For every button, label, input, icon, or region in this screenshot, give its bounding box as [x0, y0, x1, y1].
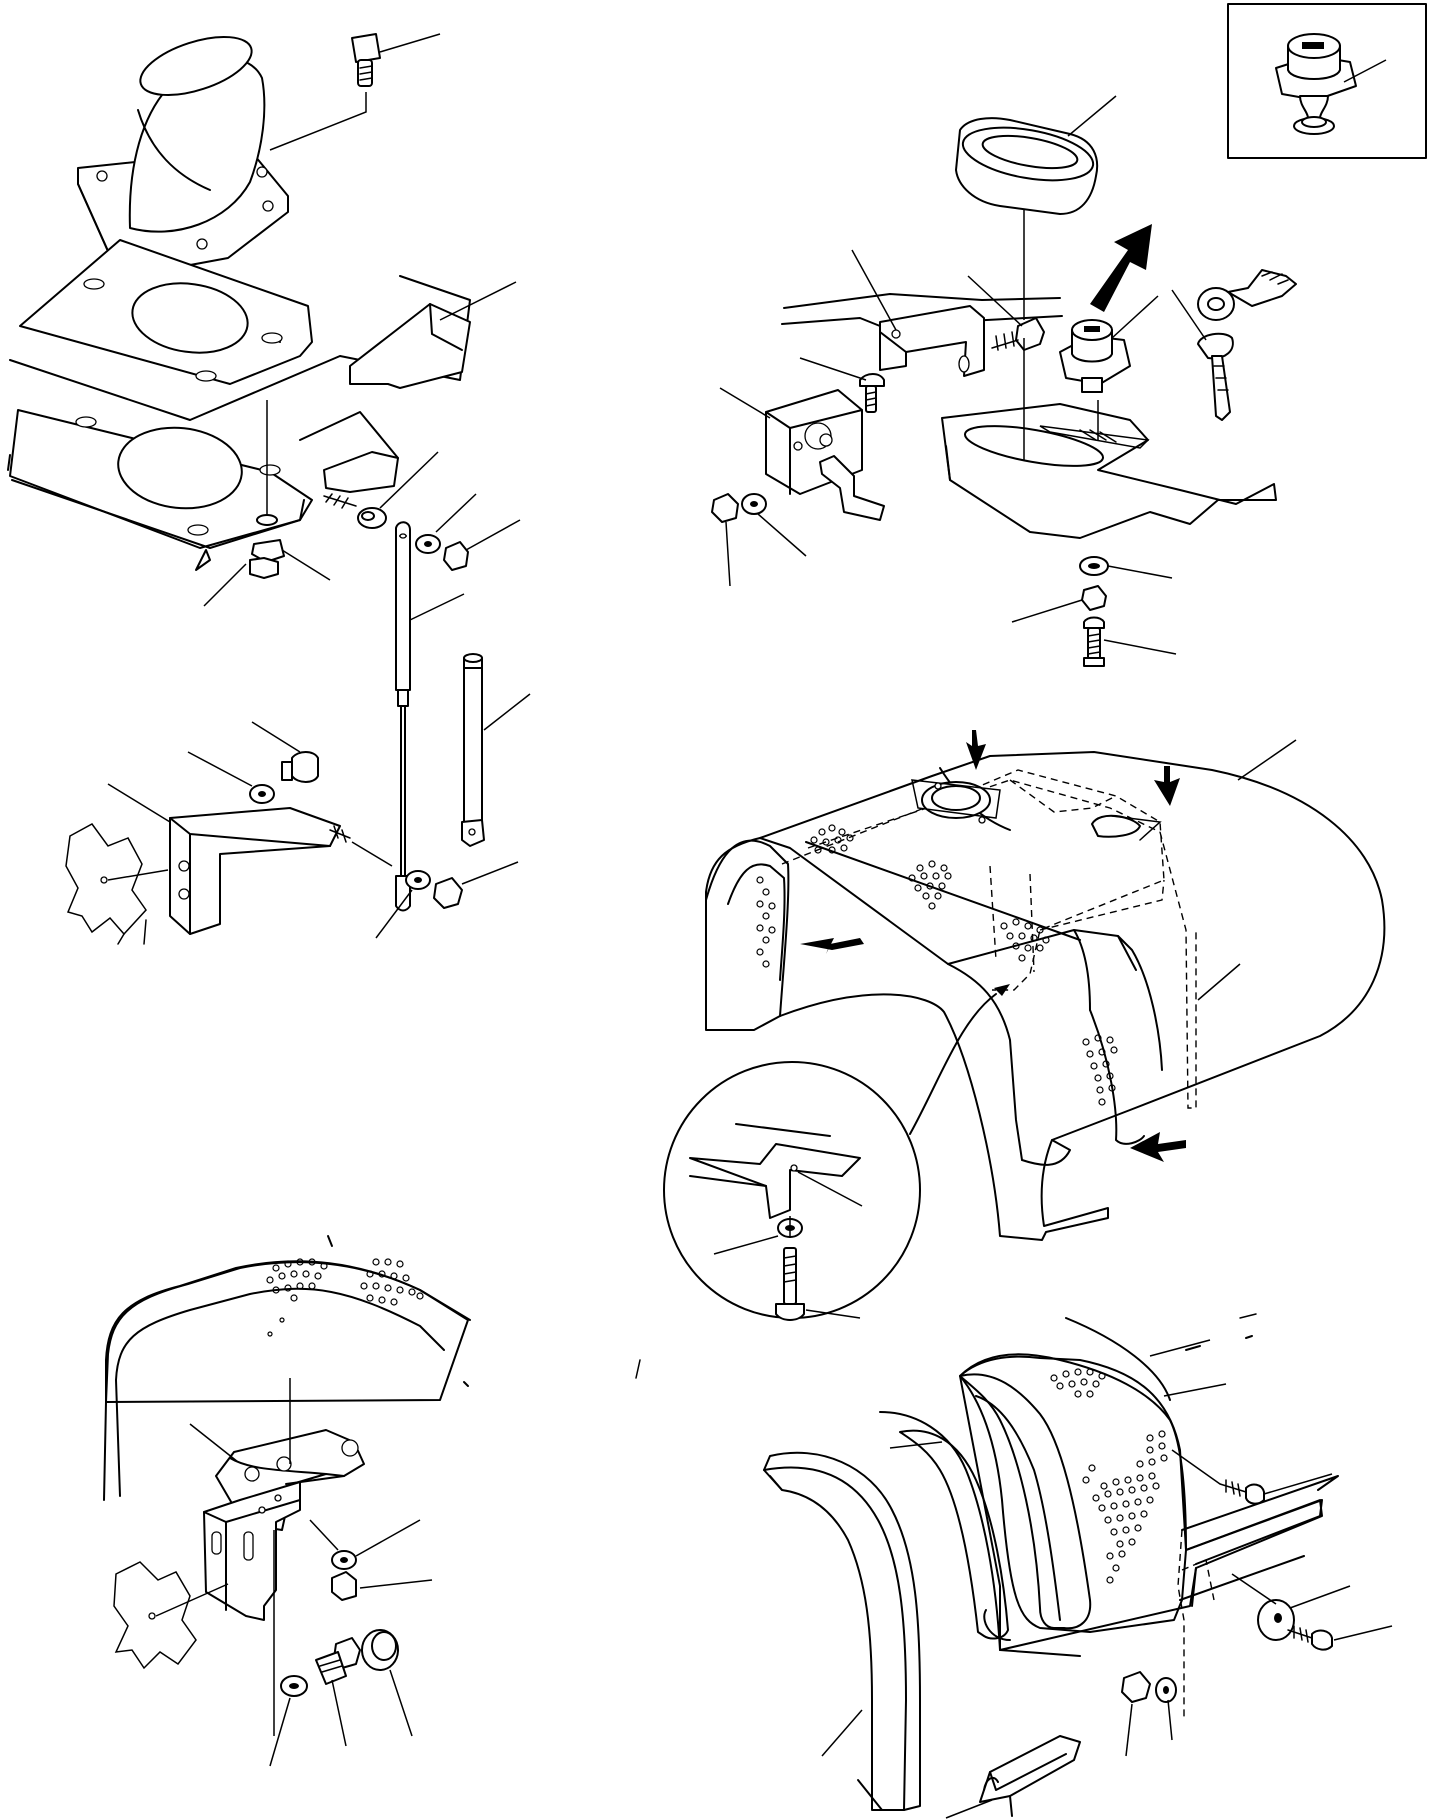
latch-nut-washer: [711, 493, 807, 587]
flange-nut-washer: [203, 400, 331, 607]
frame-section-left: [65, 823, 169, 945]
support-rod: [461, 653, 531, 847]
hinge-washer-nut: [309, 1519, 433, 1601]
ignition-keys: [1171, 269, 1297, 421]
side-panel-and-seal: [763, 1317, 1393, 1819]
edge-seal-strip: [763, 1451, 921, 1811]
engine-hood-shell: [705, 730, 1386, 1241]
rubber-seal-profile: [945, 1735, 1081, 1819]
side-panel-nut-washer: [1121, 1671, 1177, 1757]
detail-circle-screw-fixing: [663, 984, 1010, 1321]
lock-cylinder-inset: [1227, 3, 1427, 159]
hinge-bolt-washer-cap: [269, 1629, 413, 1767]
gas-strut: [395, 521, 465, 912]
hinge-mount-bracket: [203, 1481, 301, 1736]
hood-hinge-bracket: [103, 1235, 471, 1767]
hood-latch-block: [719, 387, 885, 521]
lock-striker-bracket: [781, 249, 1063, 413]
flange-bolt: [269, 33, 441, 151]
hood-lock-and-key-assembly: [711, 95, 1297, 667]
lift-direction-arrow: [1090, 224, 1152, 312]
detail-screw-washer: [713, 1216, 861, 1321]
strut-top-washer-nut: [415, 493, 521, 571]
exhaust-elbow: [77, 35, 289, 279]
strut-lower-washer-nut: [375, 861, 519, 939]
detail-frame-corner: [689, 1123, 863, 1219]
lock-cylinder: [1059, 295, 1159, 393]
inset-lock-cylinder: [1275, 33, 1387, 135]
lock-cover-plate: [955, 95, 1117, 320]
lock-lower-fasteners: [1011, 556, 1177, 667]
frame-section-hinge: [113, 1561, 229, 1670]
rubber-buffer-blocks: [299, 281, 517, 493]
strut-upper-mount: [323, 451, 439, 529]
hood-perforations: [756, 824, 1118, 1106]
hood-top-panel-cutout: [941, 338, 1277, 539]
side-panel-screws: [1171, 1449, 1393, 1651]
flange-gaskets: [7, 239, 471, 571]
strut-lower-bracket: [107, 721, 393, 935]
side-panel-perforations: [1050, 1368, 1168, 1584]
hinge-perforations: [266, 1258, 424, 1337]
exhaust-flange-and-gas-strut-assembly: [7, 33, 531, 945]
fixing-point-arrows: [800, 730, 1186, 1162]
